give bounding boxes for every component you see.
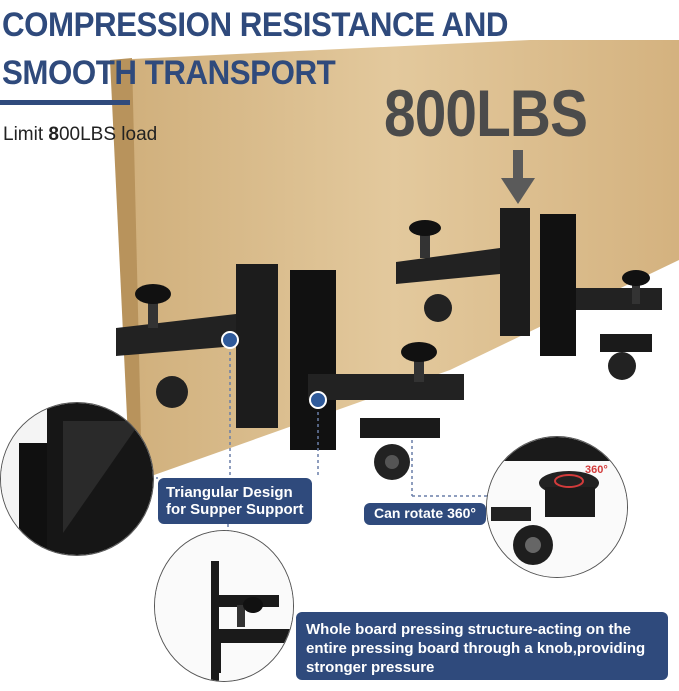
page-title-line-1: COMPRESSION RESISTANCE AND [2,6,508,44]
detail-circle-triangular [0,402,154,556]
down-arrow-icon [501,150,535,204]
detail-circle-caster: 360° [486,436,628,578]
marker-dot [309,391,327,409]
marker-dot [221,331,239,349]
triangle-detail-illustration [1,403,153,555]
caster-detail-illustration: 360° [487,437,627,577]
callout-whole-board-pressing: Whole board pressing structure-acting on… [296,612,668,680]
load-value-label: 800LBS [384,76,588,150]
rotate-badge: 360° [585,464,608,476]
load-limit-subtitle: Limit 800LBS load [3,124,158,145]
callout-rotate-360: Can rotate 360° [364,503,486,525]
detail-circle-knob [154,530,294,682]
clamp-front [116,264,464,480]
board-edge [110,58,142,480]
page-title-line-2: SMOOTH TRANSPORT [2,54,336,92]
clamp-back [396,208,662,380]
knob-detail-illustration [155,531,293,681]
title-underline [0,100,130,105]
callout-triangular-design: Triangular Design for Supper Support [158,478,312,524]
